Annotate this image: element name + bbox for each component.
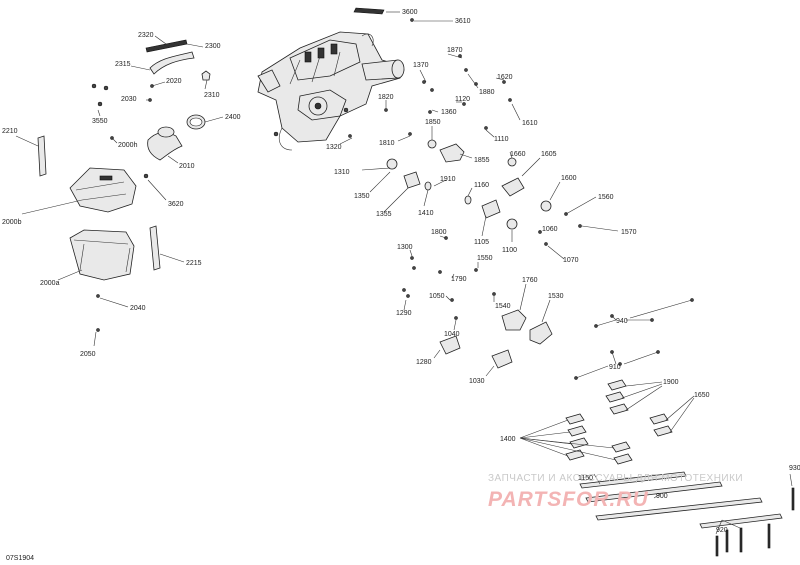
callout-1070: 1070 — [563, 257, 579, 264]
callout-2320: 2320 — [138, 32, 154, 39]
callout-2000h: 2000h — [118, 142, 138, 149]
callout-1350: 1350 — [354, 193, 370, 200]
callout-1320: 1320 — [326, 144, 342, 151]
strap-parts — [565, 298, 795, 557]
watermark: ЗАПЧАСТИ И АКСЕССУАРЫ ДЛЯ МОТОТЕХНИКИ PA… — [488, 473, 743, 511]
callout-1105: 1105 — [474, 239, 489, 246]
callout-1060: 1060 — [542, 226, 558, 233]
callout-1530: 1530 — [548, 293, 564, 300]
watermark-brand: PARTSFOR.RU — [488, 488, 649, 511]
callout-1850: 1850 — [425, 119, 441, 126]
diagram-reference-code: 07S1904 — [6, 555, 34, 562]
callout-1110: 1110 — [494, 136, 509, 143]
callout-labels: 3600 3610 2320 2300 2315 2020 2310 2030 … — [2, 9, 800, 534]
callout-930: 930 — [789, 465, 800, 472]
callout-940: 940 — [616, 318, 628, 325]
callout-1310: 1310 — [334, 169, 350, 176]
callout-2400: 2400 — [225, 114, 241, 121]
callout-1790: 1790 — [451, 276, 467, 283]
callout-1870: 1870 — [447, 47, 463, 54]
leader-lines — [15, 11, 793, 535]
callout-2030: 2030 — [121, 96, 137, 103]
callout-2010: 2010 — [179, 163, 195, 170]
callout-1120: 1120 — [455, 96, 470, 103]
callout-1160: 1160 — [474, 182, 489, 189]
airbox-lid-2000b — [69, 167, 137, 213]
callout-2020: 2020 — [166, 78, 182, 85]
airbox-base-2000a — [69, 229, 135, 281]
callout-1600: 1600 — [561, 175, 577, 182]
bracket-2210 — [37, 135, 47, 177]
callout-1800: 1800 — [431, 229, 447, 236]
callout-1360: 1360 — [441, 109, 457, 116]
callout-2300: 2300 — [205, 43, 221, 50]
callout-910: 910 — [609, 364, 621, 371]
bracket-2215 — [149, 225, 161, 271]
callout-1660: 1660 — [510, 151, 526, 158]
callout-1570: 1570 — [621, 229, 637, 236]
callout-1880: 1880 — [479, 89, 495, 96]
callout-1550: 1550 — [477, 255, 493, 262]
callout-1855: 1855 — [474, 157, 490, 164]
callout-1650: 1650 — [694, 392, 710, 399]
callout-1820: 1820 — [378, 94, 394, 101]
callout-1560: 1560 — [598, 194, 614, 201]
callout-2000b: 2000b — [2, 219, 22, 226]
watermark-tagline: ЗАПЧАСТИ И АКСЕССУАРЫ ДЛЯ МОТОТЕХНИКИ — [488, 473, 743, 484]
callout-2215: 2215 — [186, 260, 202, 267]
engine-assembly — [257, 31, 405, 151]
callout-1760: 1760 — [522, 277, 538, 284]
callout-1900: 1900 — [663, 379, 679, 386]
callout-1400: 1400 — [500, 436, 516, 443]
airbox-assembly — [37, 39, 211, 332]
tube-2315 — [149, 51, 195, 75]
callout-1040: 1040 — [444, 331, 460, 338]
callout-1300: 1300 — [397, 244, 413, 251]
callout-1540: 1540 — [495, 303, 511, 310]
callout-1100: 1100 — [502, 247, 517, 254]
callout-1410: 1410 — [418, 210, 434, 217]
callout-2310: 2310 — [204, 92, 220, 99]
callout-1280: 1280 — [416, 359, 432, 366]
callout-2315: 2315 — [115, 61, 131, 68]
callout-2000a: 2000a — [40, 280, 60, 287]
callout-3550: 3550 — [92, 118, 108, 125]
callout-900: 900 — [656, 493, 668, 500]
callout-2210: 2210 — [2, 128, 18, 135]
callout-2050: 2050 — [80, 351, 96, 358]
callout-1030: 1030 — [469, 378, 485, 385]
callout-1620: 1620 — [497, 74, 513, 81]
callout-1050: 1050 — [429, 293, 445, 300]
callout-1290: 1290 — [396, 310, 412, 317]
callout-3610: 3610 — [455, 18, 471, 25]
callout-1810: 1810 — [379, 140, 395, 147]
callout-1605: 1605 — [541, 151, 557, 158]
callout-920: 920 — [716, 527, 728, 534]
callout-3620: 3620 — [168, 201, 184, 208]
callout-2040: 2040 — [130, 305, 146, 312]
callout-1610: 1610 — [522, 120, 538, 127]
callout-3600: 3600 — [402, 9, 418, 16]
hose-2320 — [145, 39, 188, 53]
mounts-parts — [348, 7, 582, 369]
callout-1370: 1370 — [413, 62, 429, 69]
callout-1355: 1355 — [376, 211, 392, 218]
callout-1910: 1910 — [440, 176, 456, 183]
callout-1150: 1150 — [578, 475, 593, 482]
